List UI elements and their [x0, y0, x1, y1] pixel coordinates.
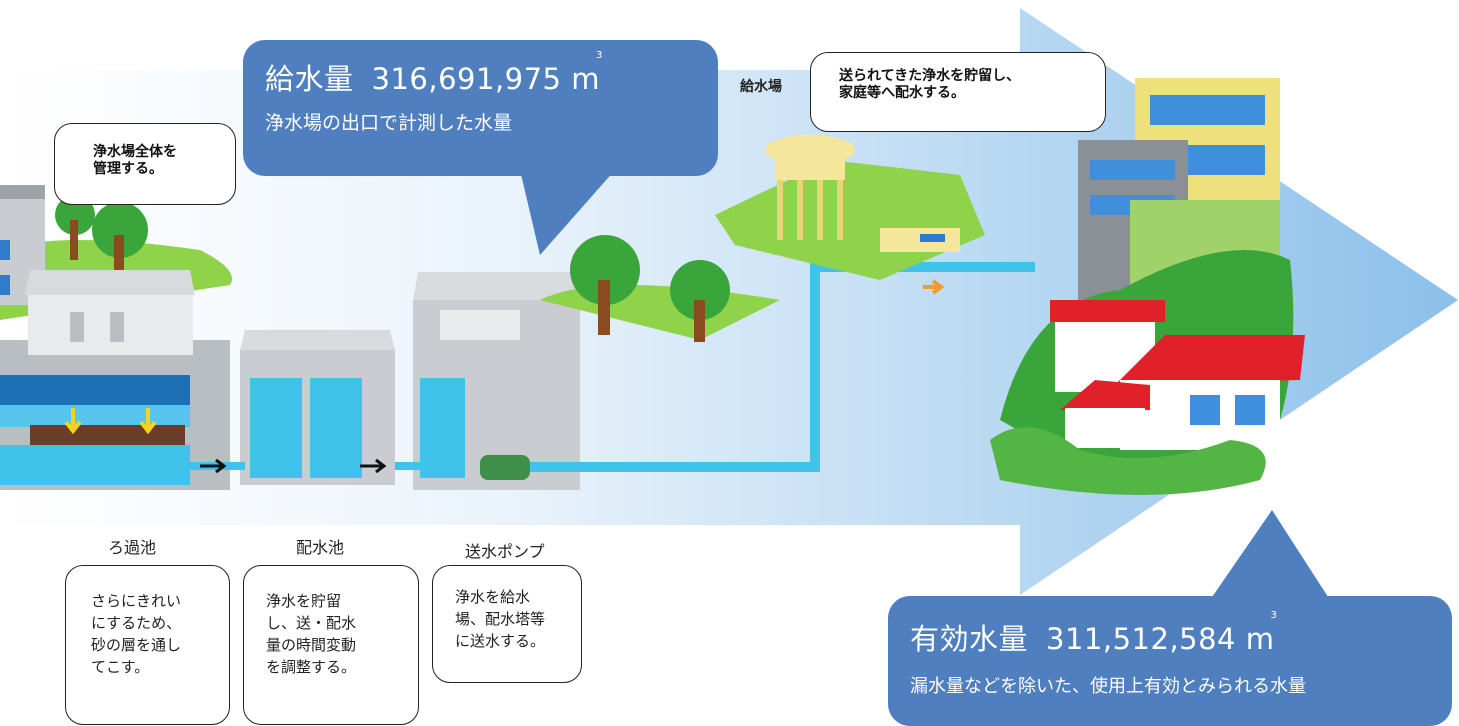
pump-building — [413, 272, 580, 490]
houses — [990, 250, 1305, 495]
supply-volume-callout: 給水量 316,691,975 m3 浄水場の出口で計測した水量 — [243, 40, 718, 176]
plant-management-note: 浄水場全体を 管理する。 — [54, 123, 236, 205]
effective-volume-callout: 有効水量 311,512,584 m3 漏水量などを除いた、使用上有効とみられる水… — [888, 596, 1452, 726]
effective-callout-pointer — [1210, 510, 1330, 600]
supply-value: 316,691,975 m — [371, 62, 600, 96]
tank-label: 給水場 — [740, 79, 782, 95]
supply-headline: 給水量 316,691,975 m3 — [265, 50, 700, 98]
filter-label: ろ過池 — [108, 538, 157, 557]
reservoir-label: 配水池 — [296, 538, 345, 557]
trees-left — [55, 195, 148, 273]
supply-callout-pointer — [520, 170, 615, 255]
supply-description: 浄水場の出口で計測した水量 — [265, 112, 513, 134]
supply-label: 給水量 — [265, 62, 354, 96]
effective-value: 311,512,584 m — [1046, 622, 1275, 656]
filter-description: さらにきれい にするため、 砂の層を通し てこす。 — [65, 565, 230, 725]
small-arrow-icons — [200, 458, 387, 474]
pump-label: 送水ポンプ — [465, 542, 545, 561]
reservoir-description: 浄水を貯留 し、送・配水 量の時間変動 を調整する。 — [243, 565, 419, 725]
pump-description: 浄水を給水 場、配水塔等 に送水する。 — [432, 565, 582, 683]
supply-station — [715, 135, 985, 295]
effective-headline: 有効水量 311,512,584 m3 — [910, 610, 1434, 658]
effective-label: 有効水量 — [910, 622, 1029, 656]
tank-description-note: 送られてきた浄水を貯留し、 家庭等へ配水する。 — [810, 52, 1106, 132]
effective-unit-superscript: 3 — [1270, 610, 1278, 621]
supply-unit-superscript: 3 — [595, 50, 603, 61]
reservoir-building — [240, 330, 395, 485]
trees-right — [540, 235, 780, 342]
effective-description: 漏水量などを除いた、使用上有効とみられる水量 — [910, 676, 1306, 697]
filter-basin-building — [0, 270, 230, 490]
